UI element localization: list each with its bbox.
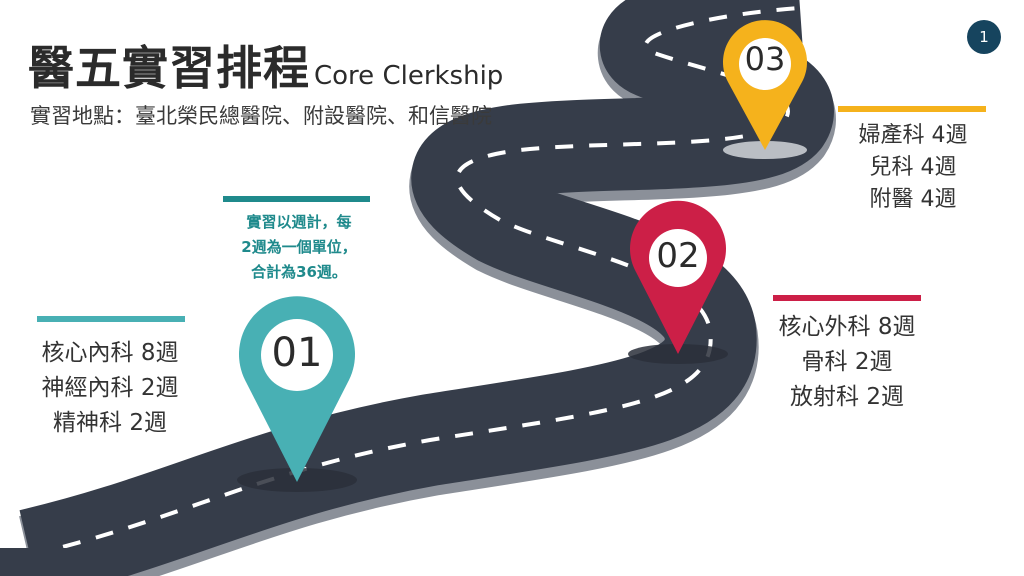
note-line: 合計為36週。 bbox=[251, 263, 347, 281]
group-03-accent-bar bbox=[838, 106, 986, 112]
note-text: 實習以週計，每 2週為一個單位， 合計為36週。 bbox=[214, 210, 384, 285]
rotation-item: 精神科 2週 bbox=[53, 410, 167, 436]
title-english: Core Clerkship bbox=[314, 61, 504, 91]
map-pin-icon-03 bbox=[723, 20, 808, 150]
rotation-item: 兒科 4週 bbox=[869, 155, 957, 180]
rotation-item: 附醫 4週 bbox=[869, 187, 957, 212]
rotation-item: 神經內科 2週 bbox=[41, 375, 179, 401]
rotation-item: 核心外科 8週 bbox=[778, 314, 916, 340]
map-pin-icon-01 bbox=[239, 296, 355, 482]
rotation-item: 婦產科 4週 bbox=[858, 123, 968, 148]
rotation-item: 骨科 2週 bbox=[801, 349, 893, 375]
page-number-badge: 1 bbox=[967, 20, 1001, 54]
milestone-label-03: 03 bbox=[744, 40, 786, 78]
map-pin-icon-02 bbox=[630, 200, 726, 354]
group-01-accent-bar bbox=[37, 316, 185, 322]
note-line: 實習以週計，每 bbox=[246, 213, 352, 231]
note-accent-bar bbox=[223, 196, 370, 202]
rotation-item: 核心內科 8週 bbox=[41, 340, 179, 366]
rotation-list-02: 核心外科 8週 骨科 2週 放射科 2週 bbox=[757, 310, 937, 415]
rotation-list-03: 婦產科 4週 兒科 4週 附醫 4週 bbox=[828, 120, 998, 216]
rotation-list-01: 核心內科 8週 神經內科 2週 精神科 2週 bbox=[20, 336, 200, 441]
note-line: 2週為一個單位， bbox=[241, 238, 357, 256]
milestone-label-01: 01 bbox=[271, 330, 323, 376]
page-subtitle: 實習地點：臺北榮民總醫院、附設醫院、和信醫院 bbox=[30, 104, 492, 128]
group-02-accent-bar bbox=[773, 295, 921, 301]
rotation-item: 放射科 2週 bbox=[790, 384, 904, 410]
title-main: 醫五實習排程 bbox=[28, 41, 310, 95]
milestone-label-02: 02 bbox=[656, 236, 700, 276]
